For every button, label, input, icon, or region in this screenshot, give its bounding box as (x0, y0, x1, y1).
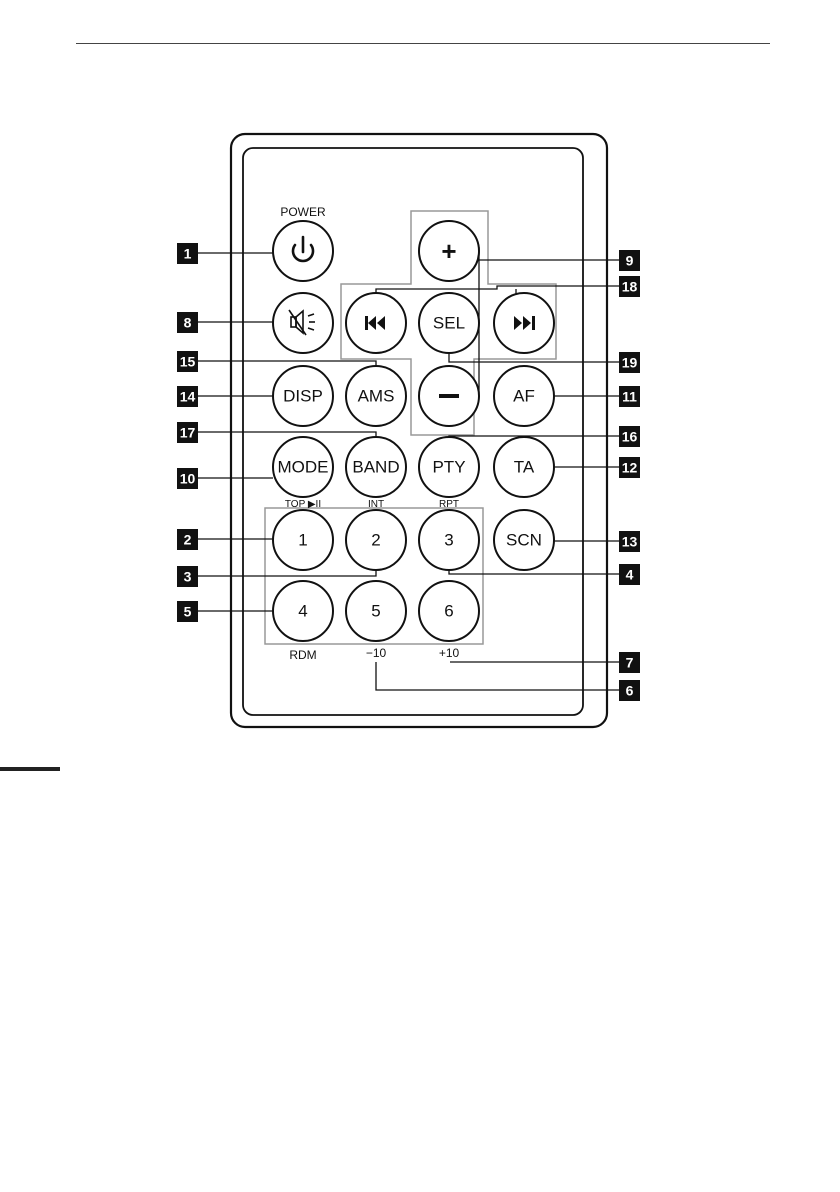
svg-text:12: 12 (622, 460, 638, 476)
number-3-button[interactable]: 3 (419, 510, 479, 570)
svg-text:4: 4 (626, 567, 634, 583)
mode-button[interactable]: MODE (273, 437, 333, 497)
band-label: BAND (352, 458, 399, 477)
num6-label: 6 (444, 602, 453, 621)
scn-button[interactable]: SCN (494, 510, 554, 570)
number-5-button[interactable]: 5 (346, 581, 406, 641)
callouts: 1 8 15 14 17 10 2 3 5 9 18 19 11 16 12 1… (177, 243, 640, 701)
ams-button[interactable]: AMS (346, 366, 406, 426)
callout-8: 8 (177, 312, 198, 333)
svg-text:8: 8 (184, 315, 192, 331)
svg-text:16: 16 (622, 429, 638, 445)
number-1-button[interactable]: 1 (273, 510, 333, 570)
svg-text:18: 18 (622, 279, 638, 295)
band-button[interactable]: BAND (346, 437, 406, 497)
power-button[interactable] (273, 221, 333, 281)
callout-18: 18 (619, 276, 640, 297)
callout-3: 3 (177, 566, 198, 587)
disp-button[interactable]: DISP (273, 366, 333, 426)
mute-button[interactable] (273, 293, 333, 353)
svg-text:7: 7 (626, 655, 634, 671)
callout-5: 5 (177, 601, 198, 622)
disp-label: DISP (283, 387, 323, 406)
volume-down-button[interactable] (419, 366, 479, 426)
callout-2: 2 (177, 529, 198, 550)
ta-button[interactable]: TA (494, 437, 554, 497)
svg-text:11: 11 (622, 389, 637, 405)
svg-text:14: 14 (180, 389, 196, 405)
af-label: AF (513, 387, 535, 406)
num3-label: 3 (444, 531, 453, 550)
next-track-button[interactable] (494, 293, 554, 353)
remote-body-outer (231, 134, 607, 727)
ams-label: AMS (358, 387, 395, 406)
svg-text:15: 15 (180, 354, 196, 370)
callout-4: 4 (619, 564, 640, 585)
num4-label: 4 (298, 602, 307, 621)
num1-label: 1 (298, 531, 307, 550)
callout-19: 19 (619, 352, 640, 373)
plus-10-label: +10 (439, 646, 460, 660)
minus-icon (439, 394, 459, 398)
callout-1: 1 (177, 243, 198, 264)
pty-button[interactable]: PTY (419, 437, 479, 497)
callout-12: 12 (619, 457, 640, 478)
callout-9: 9 (619, 250, 640, 271)
svg-text:6: 6 (626, 683, 634, 699)
previous-track-button[interactable] (346, 293, 406, 353)
callout-10: 10 (177, 468, 198, 489)
rpt-label: RPT (439, 499, 459, 510)
minus-10-label: −10 (366, 646, 387, 660)
num2-label: 2 (371, 531, 380, 550)
plus-label: + (441, 236, 456, 266)
svg-text:2: 2 (184, 532, 192, 548)
pty-label: PTY (432, 458, 465, 477)
svg-text:13: 13 (622, 534, 638, 550)
int-label: INT (368, 499, 384, 510)
mode-label: MODE (278, 458, 329, 477)
power-label: POWER (280, 205, 326, 219)
callout-11: 11 (619, 386, 640, 407)
callout-17: 17 (177, 422, 198, 443)
select-button[interactable]: SEL (419, 293, 479, 353)
number-6-button[interactable]: 6 (419, 581, 479, 641)
volume-up-button[interactable]: + (419, 221, 479, 281)
sel-label: SEL (433, 314, 465, 333)
svg-text:9: 9 (626, 253, 634, 269)
ta-label: TA (514, 458, 535, 477)
callout-16: 16 (619, 426, 640, 447)
svg-text:17: 17 (180, 425, 196, 441)
svg-text:5: 5 (184, 604, 192, 620)
af-button[interactable]: AF (494, 366, 554, 426)
svg-text:3: 3 (184, 569, 192, 585)
scn-label: SCN (506, 531, 542, 550)
svg-text:10: 10 (180, 471, 196, 487)
number-4-button[interactable]: 4 (273, 581, 333, 641)
rdm-label: RDM (289, 648, 316, 662)
callout-13: 13 (619, 531, 640, 552)
top-play-pause-label: TOP ▶II (285, 499, 321, 510)
num5-label: 5 (371, 602, 380, 621)
callout-15: 15 (177, 351, 198, 372)
svg-text:1: 1 (184, 246, 192, 262)
callout-7: 7 (619, 652, 640, 673)
number-2-button[interactable]: 2 (346, 510, 406, 570)
svg-text:19: 19 (622, 355, 638, 371)
callout-6: 6 (619, 680, 640, 701)
callout-14: 14 (177, 386, 198, 407)
